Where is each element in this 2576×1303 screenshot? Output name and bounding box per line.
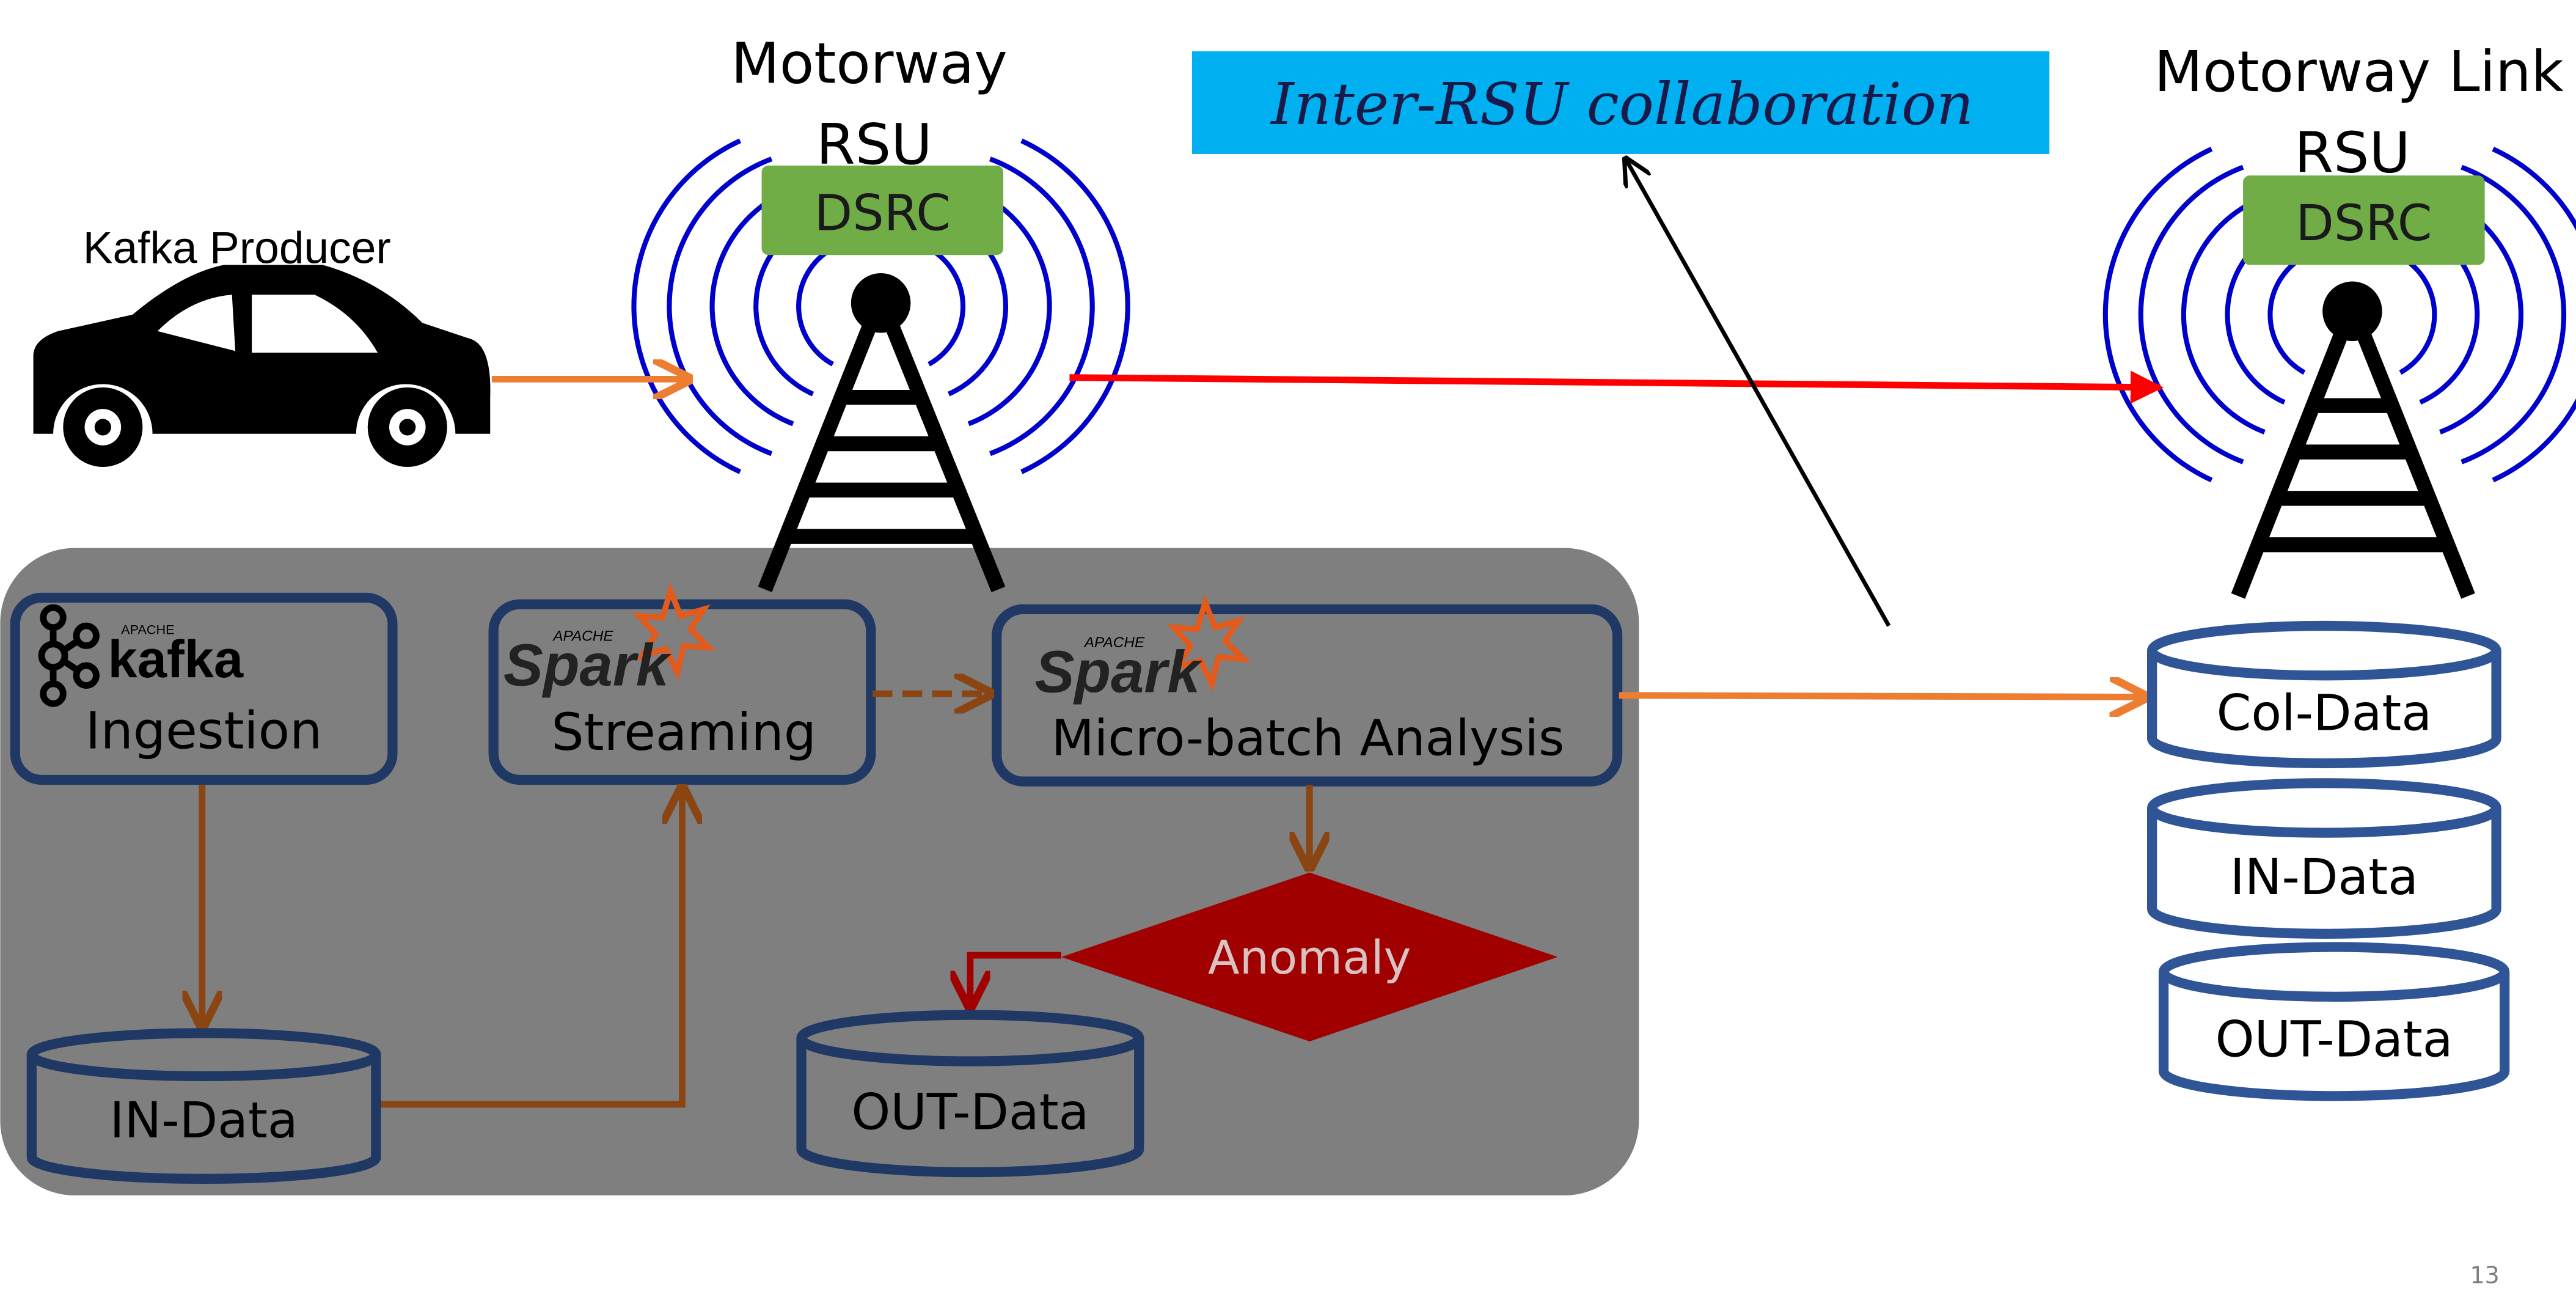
rsu-title-line2: RSU bbox=[816, 112, 932, 177]
kafka-wordmark: kafka bbox=[108, 630, 243, 689]
indata-to-streaming-arrow bbox=[376, 788, 682, 1108]
collab-pointer-arrow bbox=[1626, 159, 1891, 627]
rsu-title-line1: Motorway Link bbox=[2154, 39, 2564, 105]
collab-label: Inter-RSU collaboration bbox=[1270, 71, 1974, 138]
dsrc-badge bbox=[761, 165, 1004, 255]
page-number: 13 bbox=[2470, 1261, 2500, 1288]
rsu-title-line1: Motorway bbox=[731, 31, 1007, 96]
spark-wordmark: Spark bbox=[1035, 638, 1204, 705]
out-data-store-right: OUT-Data bbox=[2158, 942, 2510, 1101]
col-data-store: Col-Data bbox=[2146, 620, 2501, 768]
analysis-box bbox=[992, 604, 1623, 787]
spark-wordmark: Spark bbox=[503, 632, 672, 699]
anomaly-to-outdata-arrow bbox=[970, 952, 1061, 1007]
rsu-title-line2: RSU bbox=[2294, 120, 2410, 186]
rsu-to-rsu-arrow bbox=[1069, 370, 2164, 404]
col-data-label: Col-Data bbox=[2217, 685, 2432, 743]
out-data-label: OUT-Data bbox=[851, 1084, 1089, 1142]
spark-star-icon bbox=[632, 582, 717, 681]
motorway-rsu: DSRC Motorway RSU bbox=[631, 31, 1130, 592]
car-icon bbox=[33, 265, 491, 467]
ingestion-box bbox=[10, 592, 398, 785]
streaming-label: Streaming bbox=[551, 702, 816, 762]
motorway-link-rsu: DSRC Motorway Link RSU bbox=[2102, 39, 2576, 599]
dsrc-badge bbox=[2243, 175, 2485, 265]
antenna-tip-icon bbox=[851, 273, 911, 333]
dsrc-label: DSRC bbox=[2296, 195, 2432, 252]
spark-apache-mark: APACHE bbox=[552, 628, 613, 644]
in-data-right-label: IN-Data bbox=[2230, 849, 2418, 906]
anomaly-label: Anomaly bbox=[1208, 931, 1411, 985]
antenna-tower-icon bbox=[758, 312, 1006, 592]
spark-apache-mark: APACHE bbox=[1083, 634, 1145, 651]
collab-banner bbox=[1191, 51, 2050, 154]
signal-waves-icon bbox=[631, 138, 1130, 474]
dsrc-label: DSRC bbox=[814, 185, 951, 243]
in-data-store: IN-Data bbox=[26, 1028, 381, 1184]
kafka-apache-mark: APACHE bbox=[121, 622, 174, 637]
antenna-tower-icon bbox=[2231, 320, 2475, 599]
kafka-producer-label: Kafka Producer bbox=[83, 224, 391, 273]
kafka-logo-icon bbox=[38, 604, 100, 707]
streaming-box bbox=[488, 599, 876, 785]
ingestion-label: Ingestion bbox=[86, 700, 323, 760]
analysis-to-coldata-arrow bbox=[1619, 696, 2145, 697]
in-data-store-right: IN-Data bbox=[2146, 778, 2501, 939]
out-data-right-label: OUT-Data bbox=[2216, 1011, 2453, 1068]
spark-star-icon bbox=[1166, 593, 1251, 692]
antenna-tip-icon bbox=[2322, 281, 2382, 342]
in-data-label: IN-Data bbox=[110, 1092, 298, 1150]
out-data-store: OUT-Data bbox=[796, 1010, 1144, 1178]
analysis-label: Micro-batch Analysis bbox=[1052, 710, 1565, 767]
